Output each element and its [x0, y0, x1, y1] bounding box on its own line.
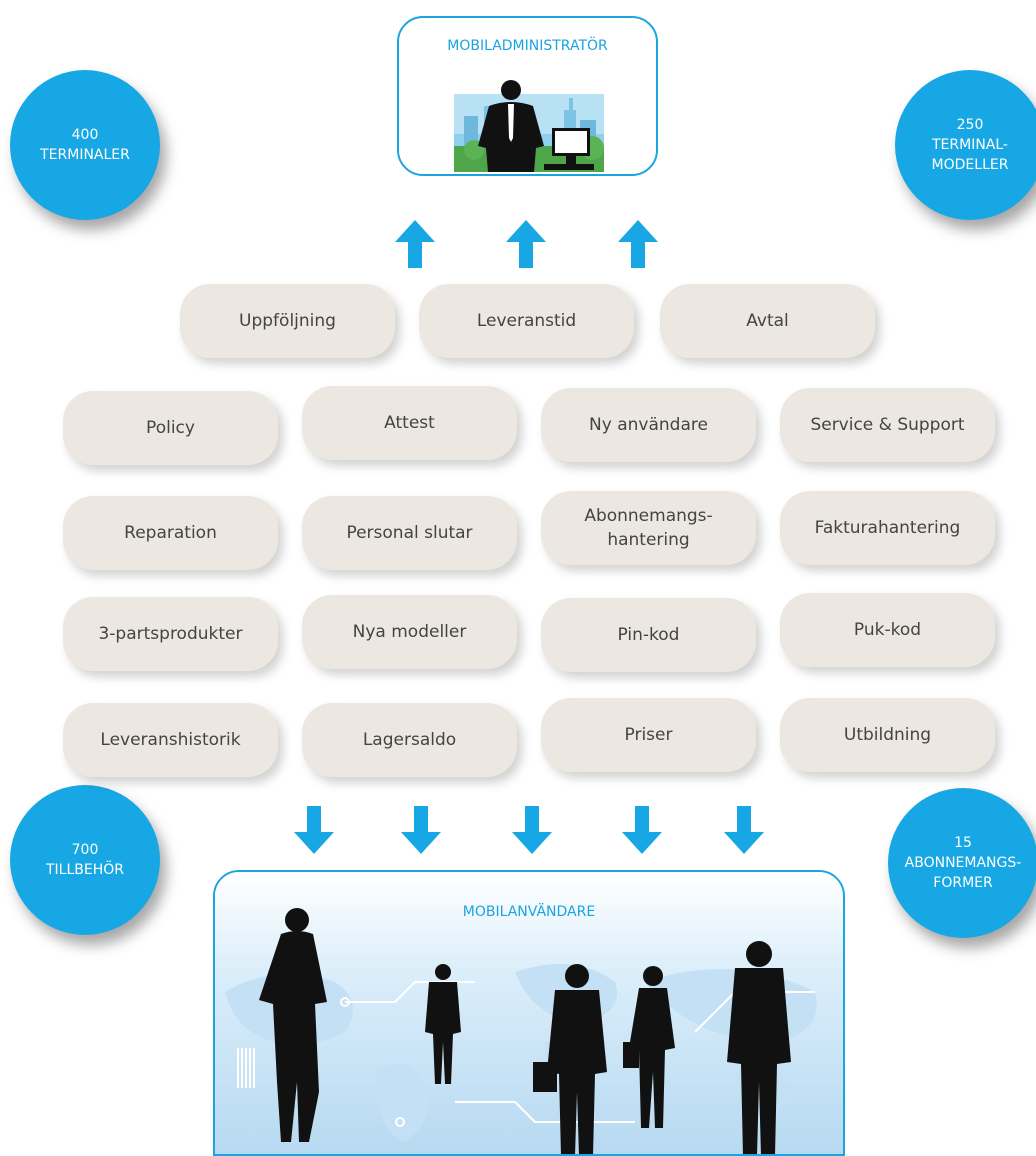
- task-nya-modeller: Nya modeller: [302, 595, 517, 669]
- task-policy: Policy: [63, 391, 278, 465]
- admin-illustration: [454, 80, 604, 172]
- stat-models-label-1: TERMINAL-: [932, 137, 1008, 153]
- task-pin-kod: Pin-kod: [541, 598, 756, 672]
- task-avtal: Avtal: [660, 284, 875, 358]
- admin-box: MOBILADMINISTRATÖR: [397, 16, 658, 176]
- users-illustration: [215, 872, 843, 1154]
- arrow-down-icon: [294, 806, 334, 854]
- task-leveranstid: Leveranstid: [419, 284, 634, 358]
- task-fakturahantering: Fakturahantering: [780, 491, 995, 565]
- task-service-support: Service & Support: [780, 388, 995, 462]
- arrow-up-icon: [618, 220, 658, 268]
- arrow-down-icon: [724, 806, 764, 854]
- stat-accessories: 700 TILLBEHÖR: [10, 785, 160, 935]
- stat-subscriptions: 15 ABONNEMANGS- FORMER: [888, 788, 1036, 938]
- stat-models-label-2: MODELLER: [931, 157, 1009, 173]
- task-lagersaldo: Lagersaldo: [302, 703, 517, 777]
- stat-accessories-label: TILLBEHÖR: [45, 862, 124, 878]
- arrow-down-icon: [512, 806, 552, 854]
- stat-subscriptions-number: 15: [954, 835, 972, 851]
- stat-subscriptions-label-2: FORMER: [933, 875, 993, 891]
- task-reparation: Reparation: [63, 496, 278, 570]
- stat-models: 250 TERMINAL- MODELLER: [895, 70, 1036, 220]
- task-personal-slutar: Personal slutar: [302, 496, 517, 570]
- task-priser: Priser: [541, 698, 756, 772]
- stat-terminals-number: 400: [71, 127, 99, 143]
- task-utbildning: Utbildning: [780, 698, 995, 772]
- stat-terminals-label: TERMINALER: [40, 147, 130, 163]
- stat-terminals: 400 TERMINALER: [10, 70, 160, 220]
- stat-subscriptions-label-1: ABONNEMANGS-: [904, 855, 1022, 871]
- task-abonnemangshantering: Abonnemangs- hantering: [541, 491, 756, 565]
- arrow-up-icon: [506, 220, 546, 268]
- task-attest: Attest: [302, 386, 517, 460]
- task-3-partsprodukter: 3-partsprodukter: [63, 597, 278, 671]
- stat-models-number: 250: [956, 117, 984, 133]
- arrow-down-icon: [622, 806, 662, 854]
- task-ny-anvandare: Ny användare: [541, 388, 756, 462]
- task-leveranshistorik: Leveranshistorik: [63, 703, 278, 777]
- arrow-up-icon: [395, 220, 435, 268]
- user-box: MOBILANVÄNDARE: [213, 870, 845, 1156]
- stat-accessories-number: 700: [71, 842, 99, 858]
- admin-box-title: MOBILADMINISTRATÖR: [447, 38, 608, 54]
- task-uppfoljning: Uppföljning: [180, 284, 395, 358]
- arrow-down-icon: [401, 806, 441, 854]
- user-box-title: MOBILANVÄNDARE: [462, 904, 596, 920]
- task-puk-kod: Puk-kod: [780, 593, 995, 667]
